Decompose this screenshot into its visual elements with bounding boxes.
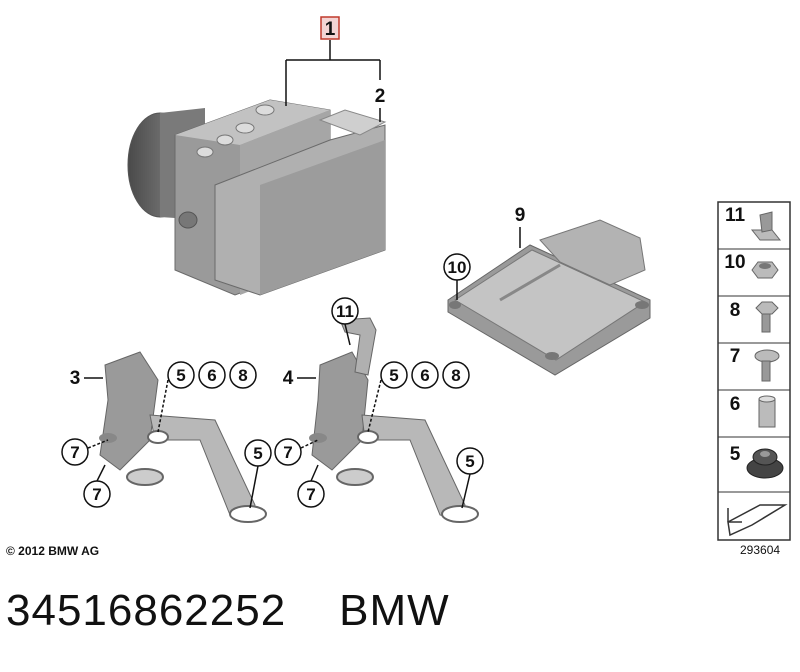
svg-text:10: 10 [448,258,467,277]
legend-label-7: 7 [730,346,741,367]
round-screw-icon [754,349,780,382]
svg-text:6: 6 [420,366,429,385]
circled-label-7-right-b: 7 [297,464,325,508]
circled-label-11-bracket: 11 [331,297,359,346]
legend-label-10: 10 [724,252,745,273]
brand-name: BMW [339,586,450,635]
svg-text:7: 7 [283,443,292,462]
circled-label-5-left-top: 5 [167,361,195,389]
callout-2: 2 [375,86,386,122]
bracket-left [99,351,267,523]
legend-label-5: 5 [730,444,741,465]
circled-label-5-right-bottom: 5 [456,447,484,509]
copyright: © 2012 BMW AG [6,544,99,558]
legend-label-6: 6 [730,394,741,415]
circled-label-8-left: 8 [229,361,257,389]
circled-label-5-right-top: 5 [380,361,408,389]
callout-3: 3 [70,368,103,389]
svg-text:2: 2 [375,86,386,107]
bracket-right [309,317,479,523]
abs-hydraulic-unit [127,99,387,296]
legend-label-8: 8 [730,300,741,321]
callout-4: 4 [283,368,316,389]
svg-text:8: 8 [451,366,460,385]
control-unit [447,219,651,376]
svg-text:7: 7 [92,485,101,504]
circled-label-6-right: 6 [411,361,439,389]
circled-label-7-left-b: 7 [83,464,111,508]
image-id: 293604 [740,543,780,557]
callout-9: 9 [515,205,526,248]
hex-nut-icon [751,261,779,279]
svg-text:11: 11 [336,302,354,321]
svg-text:6: 6 [207,366,216,385]
circled-label-7-right-a: 7 [274,438,319,466]
sleeve-icon [758,395,776,428]
rubber-mount-icon [746,448,784,479]
circled-label-7-left-a: 7 [61,438,109,466]
svg-text:5: 5 [389,366,398,385]
circled-label-6-left: 6 [198,361,226,389]
svg-text:3: 3 [70,368,81,389]
svg-text:5: 5 [176,366,185,385]
svg-text:7: 7 [306,485,315,504]
svg-text:4: 4 [283,368,294,389]
circled-label-8-right: 8 [442,361,470,389]
hex-bolt-icon [755,301,779,333]
callout-1: 1 [285,16,381,106]
svg-text:5: 5 [465,452,474,471]
parts-legend: 11 10 8 7 6 5 [717,201,791,541]
arrow-icon [727,504,788,537]
circled-label-10-control: 10 [443,253,471,300]
part-number: 34516862252 [6,586,287,635]
part-number-caption: 34516862252 BMW [6,586,450,636]
clip-icon [750,211,782,241]
svg-text:7: 7 [70,443,79,462]
svg-text:1: 1 [325,19,336,40]
svg-text:5: 5 [253,444,262,463]
svg-text:9: 9 [515,205,526,226]
legend-label-11: 11 [725,205,746,226]
circled-label-5-left-bottom: 5 [244,439,272,509]
svg-text:8: 8 [238,366,247,385]
